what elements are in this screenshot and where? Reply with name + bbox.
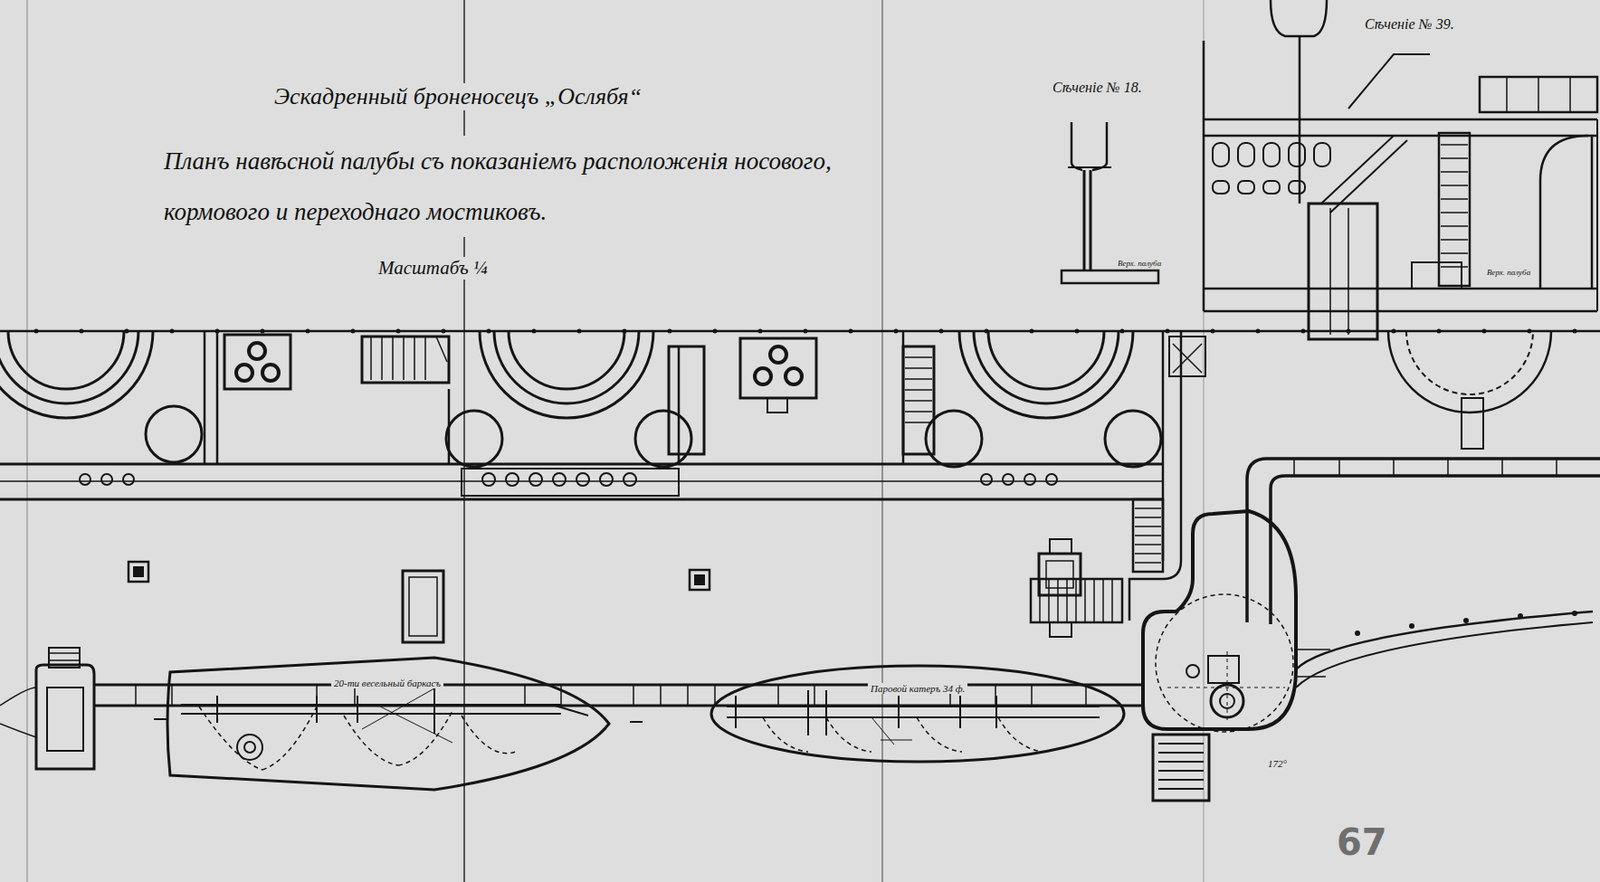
archive-stamp: 67 [1333, 821, 1391, 864]
angle-note: 172° [1265, 758, 1290, 770]
boat-outline [708, 663, 1127, 765]
section-label: Сѣченіе № 39. [1361, 16, 1458, 33]
drawing-title: Эскадренный броненосецъ „Ослябя“ [271, 83, 645, 111]
boat-label: 20-ти весельный баркасъ [331, 677, 444, 689]
boat-label: Паровой катеръ 34 ф. [867, 683, 968, 695]
section-label: Сѣченіе № 18. [1049, 79, 1145, 96]
steam-cutter-outline: Паровой катеръ 34 ф. [708, 663, 1127, 765]
deck-level-note: Верх. палуба [1484, 267, 1534, 277]
scale-note: Масштабъ ¼ [375, 257, 491, 280]
boat-outline [162, 652, 612, 796]
plan-heading: Планъ навѣсной палубы съ показаніемъ рас… [161, 135, 855, 238]
launch-outline: 20-ти весельный баркасъ [162, 652, 612, 796]
deck-level-note: Верх. палуба [1114, 258, 1164, 268]
